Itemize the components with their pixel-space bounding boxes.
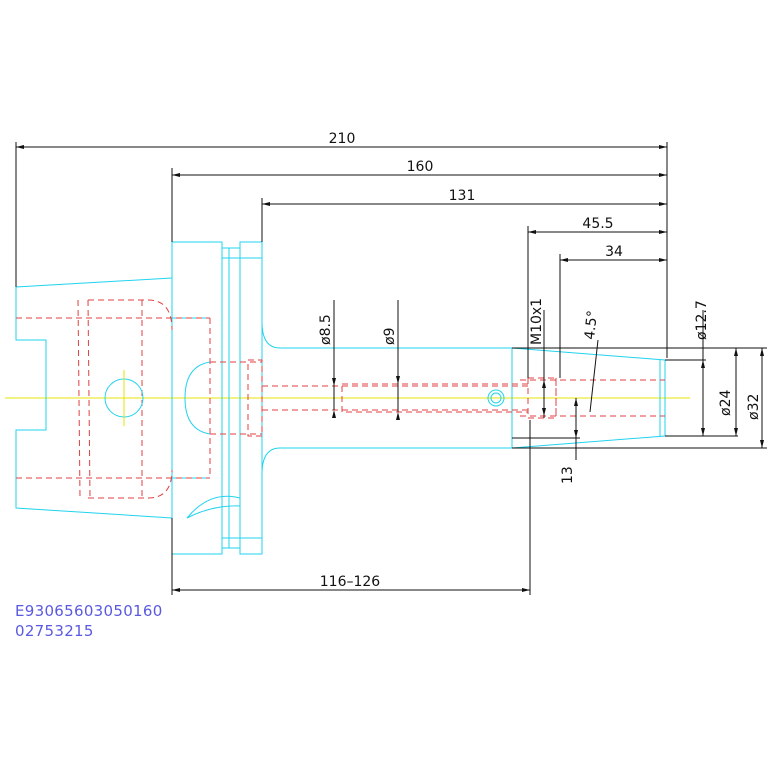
part-number-text: E93065603050160 (15, 602, 163, 620)
dim-34-label: 34 (605, 244, 623, 260)
order-number-text: 02753215 (15, 622, 94, 640)
dim-210-label: 210 (329, 131, 356, 147)
dimension-arrows (16, 145, 764, 592)
dimension-lines (15, 142, 767, 595)
dim-thread-label: M10x1 (529, 298, 545, 345)
dim-dia-9-label: ø9 (382, 328, 398, 345)
dim-dia-12-7-label: ø12.7 (694, 300, 710, 340)
dim-160-label: 160 (407, 159, 434, 175)
dim-dia-24-label: ø24 (718, 390, 734, 416)
dim-angle-label: 4.5° (582, 310, 601, 341)
dim-13-label: 13 (560, 466, 576, 484)
hidden-features (16, 299, 665, 499)
dim-dia-8-5-label: ø8.5 (318, 314, 334, 345)
dim-45-5-label: 45.5 (582, 216, 613, 232)
dim-dia-32-label: ø32 (746, 394, 762, 420)
dim-131-label: 131 (449, 188, 476, 204)
dim-116-126-label: 116–126 (320, 574, 381, 590)
